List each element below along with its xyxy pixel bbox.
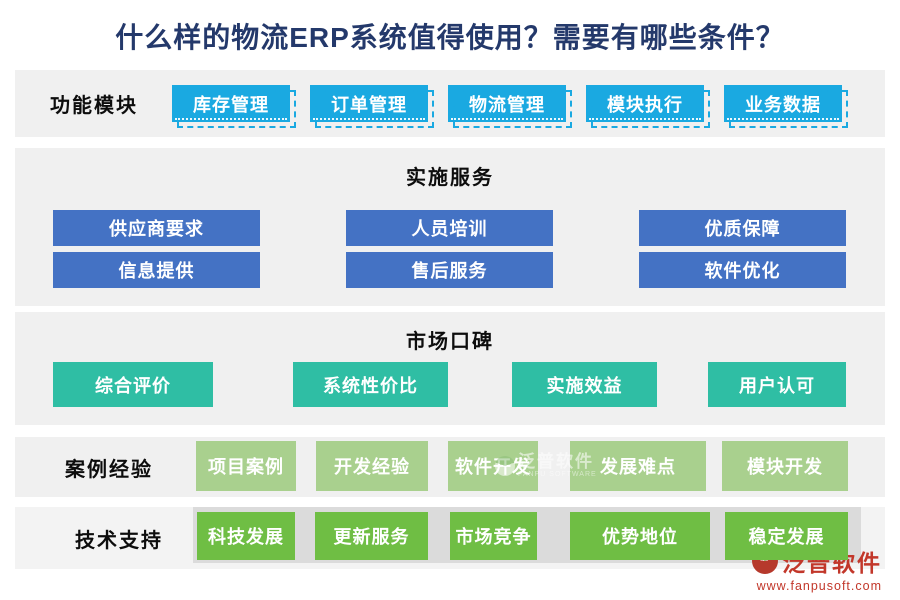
btn-module-execution[interactable]: 模块执行 xyxy=(586,85,710,128)
section-label-market-reputation: 市场口碑 xyxy=(406,331,494,353)
section-market-reputation: 市场口碑 综合评价 系统性价比 实施效益 用户认可 xyxy=(15,312,885,425)
btn-development-experience[interactable]: 开发经验 xyxy=(316,441,428,491)
services-column-1: 供应商要求 信息提供 xyxy=(53,210,260,288)
btn-technology-development[interactable]: 科技发展 xyxy=(197,512,295,560)
btn-system-cost-performance[interactable]: 系统性价比 xyxy=(293,362,448,407)
section-case-experience: 案例经验 项目案例 开发经验 软件开发 发展难点 模块开发 xyxy=(15,437,885,497)
btn-inventory-management[interactable]: 库存管理 xyxy=(172,85,296,128)
section-function-modules: 功能模块 库存管理 订单管理 物流管理 模块执行 业务数据 xyxy=(15,70,885,137)
btn-software-development[interactable]: 软件开发 xyxy=(448,441,538,491)
section-label-function-modules: 功能模块 xyxy=(50,95,138,117)
implementation-services-grid: 供应商要求 信息提供 人员培训 售后服务 优质保障 软件优化 xyxy=(53,210,846,288)
btn-development-difficulties[interactable]: 发展难点 xyxy=(570,441,706,491)
btn-logistics-management[interactable]: 物流管理 xyxy=(448,85,572,128)
btn-module-development[interactable]: 模块开发 xyxy=(722,441,848,491)
section-label-implementation-services: 实施服务 xyxy=(406,167,494,189)
page-title: 什么样的物流ERP系统值得使用？需要有哪些条件？ xyxy=(115,22,785,53)
services-column-3: 优质保障 软件优化 xyxy=(639,210,846,288)
btn-project-cases[interactable]: 项目案例 xyxy=(196,441,296,491)
btn-supplier-requirements[interactable]: 供应商要求 xyxy=(53,210,260,246)
btn-update-service[interactable]: 更新服务 xyxy=(315,512,428,560)
btn-software-optimization[interactable]: 软件优化 xyxy=(639,252,846,288)
services-column-2: 人员培训 售后服务 xyxy=(346,210,553,288)
btn-business-data[interactable]: 业务数据 xyxy=(724,85,848,128)
btn-advantageous-position[interactable]: 优势地位 xyxy=(570,512,710,560)
btn-order-management[interactable]: 订单管理 xyxy=(310,85,434,128)
btn-comprehensive-evaluation[interactable]: 综合评价 xyxy=(53,362,213,407)
section-technical-support: 技术支持 科技发展 更新服务 市场竞争 优势地位 稳定发展 xyxy=(15,507,885,569)
btn-quality-assurance[interactable]: 优质保障 xyxy=(639,210,846,246)
btn-market-competition[interactable]: 市场竞争 xyxy=(450,512,537,560)
section-implementation-services: 实施服务 供应商要求 信息提供 人员培训 售后服务 优质保障 软件优化 xyxy=(15,148,885,306)
btn-personnel-training[interactable]: 人员培训 xyxy=(346,210,553,246)
section-label-technical-support: 技术支持 xyxy=(75,529,163,552)
section-label-case-experience: 案例经验 xyxy=(65,458,153,481)
brand-url: www.fanpusoft.com xyxy=(756,579,882,593)
btn-user-recognition[interactable]: 用户认可 xyxy=(708,362,846,407)
function-modules-row: 库存管理 订单管理 物流管理 模块执行 业务数据 xyxy=(172,85,848,128)
btn-implementation-benefits[interactable]: 实施效益 xyxy=(512,362,657,407)
btn-stable-development[interactable]: 稳定发展 xyxy=(725,512,848,560)
btn-information-provision[interactable]: 信息提供 xyxy=(53,252,260,288)
btn-after-sales-service[interactable]: 售后服务 xyxy=(346,252,553,288)
